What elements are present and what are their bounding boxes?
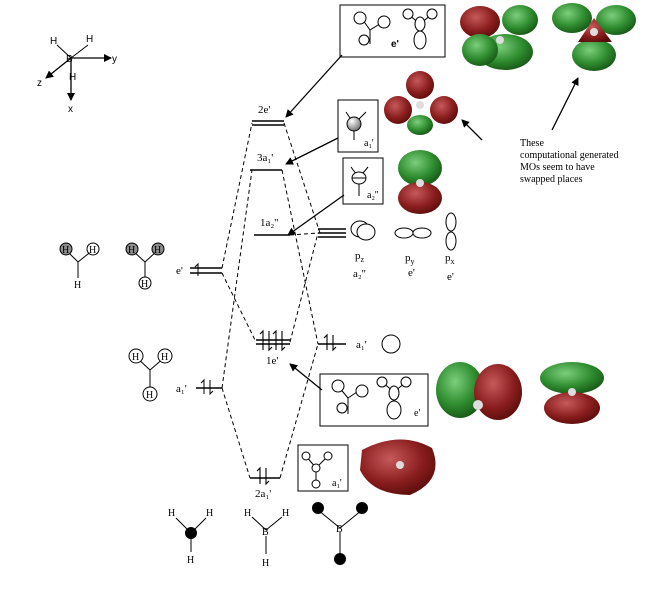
h-atom: H — [154, 245, 161, 256]
box-bot-a1: a₁' — [297, 444, 349, 492]
axis-y-label: y — [112, 54, 117, 65]
axis-h1: H — [50, 36, 57, 47]
mo-render-2e-a — [460, 5, 538, 70]
px-label: px — [445, 252, 455, 266]
left-e-label: e' — [176, 265, 183, 277]
h-atom: H — [141, 279, 148, 290]
box-bot-a1-label: a₁' — [332, 478, 342, 489]
axis-h3: H — [69, 72, 76, 83]
left-e-level: e' — [176, 262, 222, 277]
b-atom: B — [336, 524, 343, 535]
pz-label: pz — [355, 250, 365, 264]
note-line-4: swapped places — [520, 174, 583, 185]
h-atom: H — [128, 245, 135, 256]
axis-x-label: x — [68, 104, 73, 115]
axis-b: B — [66, 54, 73, 65]
b-atom: B — [262, 527, 269, 538]
h-atom: H — [262, 558, 269, 569]
box-a2pp: a₂'' — [342, 157, 384, 205]
mo-render-1e-a — [436, 362, 522, 420]
level-1a2-label: 1a₂'' — [260, 217, 278, 229]
axis-z-label: z — [37, 78, 42, 89]
note-line-1: These — [520, 138, 544, 149]
h-atom: H — [168, 508, 175, 519]
h-atom: H — [187, 555, 194, 566]
box-a2pp-label: a₂'' — [367, 190, 379, 201]
h-atom: H — [244, 508, 251, 519]
h3-fragment-a1: H H H — [128, 348, 173, 402]
py-label: py — [405, 252, 415, 266]
box-a1-label: a₁' — [364, 138, 374, 149]
left-a1-level: a₁' — [176, 378, 222, 396]
py-orbital-icon — [394, 227, 432, 239]
b-s-level: a₁' — [318, 333, 401, 354]
note-line-2: computational generated — [520, 150, 619, 161]
level-2e-label: 2e' — [258, 104, 270, 116]
correlation-lines — [221, 122, 321, 479]
h-atom: H — [74, 280, 81, 291]
h3-fragment-e: H H H H H H — [59, 242, 165, 291]
h-atom: H — [132, 352, 139, 363]
s-orbital-icon — [381, 334, 401, 354]
px-sym-label: e' — [447, 271, 454, 283]
mo-levels: 2e' 3a₁' 1a₂'' 1e' 2a₁' — [250, 104, 290, 500]
mo-render-1a2 — [398, 150, 442, 214]
box-mid-e-label: e' — [414, 408, 420, 419]
box-top-e: e' — [339, 4, 446, 58]
level-2a1-label: 2a₁' — [255, 488, 271, 500]
note-line-3: MOs seem to have — [520, 162, 595, 173]
box-top-e-label: e' — [391, 39, 399, 50]
level-1e-label: 1e' — [266, 355, 278, 367]
axes-legend: H H B H y z x — [37, 34, 117, 115]
bh3-structure-mid: H H B H — [244, 508, 289, 569]
b-s-label: a₁' — [356, 339, 367, 351]
box-a1: a₁' — [337, 99, 379, 153]
pz-sym-label: a₂'' — [353, 268, 366, 280]
h-atom: H — [282, 508, 289, 519]
box-mid-e: e' — [319, 373, 429, 427]
h-atom: H — [89, 245, 96, 256]
bh3-structure-left: H H H — [168, 508, 213, 566]
mo-render-2a1 — [360, 439, 436, 495]
mo-render-1e-b — [540, 362, 604, 424]
px-orbital-icon — [445, 212, 457, 251]
box-arrows — [285, 54, 579, 391]
h-atom: H — [62, 245, 69, 256]
h-atom: H — [206, 508, 213, 519]
left-a1-label: a₁' — [176, 383, 187, 395]
h-atom: H — [146, 390, 153, 401]
mo-render-2e-b — [552, 3, 636, 71]
h-atom: H — [161, 352, 168, 363]
axis-h2: H — [86, 34, 93, 45]
level-3a1-label: 3a₁' — [257, 152, 273, 164]
b-p-levels — [318, 228, 346, 238]
pz-orbital-icon — [350, 220, 376, 241]
bh3-structure-right: B — [312, 502, 368, 565]
mo-render-3a1 — [384, 71, 458, 135]
py-sym-label: e' — [408, 267, 415, 279]
note-text: These computational generated MOs seem t… — [520, 138, 619, 185]
